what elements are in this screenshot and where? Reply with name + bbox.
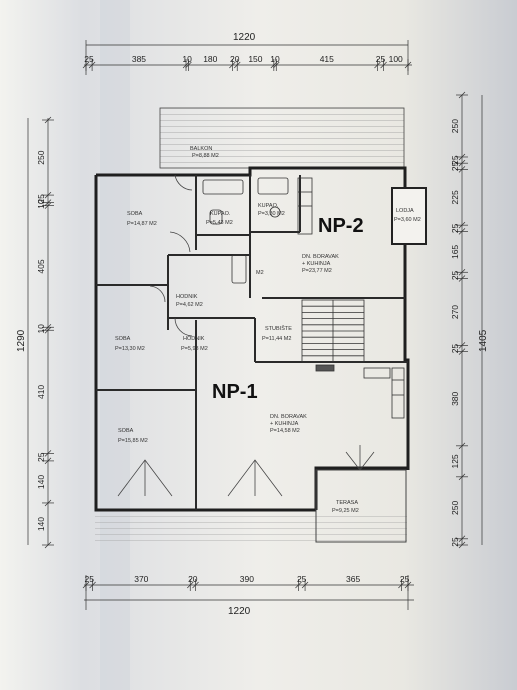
top-dimension-segment-label: 25 [376,54,386,64]
room-name-stubiste: STUBIŠTE [265,325,292,332]
bottom-segment-labels: 25 370 20 390 25 365 25 [84,574,409,584]
room-area-balkon: P=8,88 M2 [192,153,219,159]
room-area-kupaona-1: P=5,43 M2 [206,220,233,226]
room-area-kupaona-2: P=3,30 M2 [258,211,285,217]
left-dimension-segment-label: 10 [36,324,46,334]
level-label-np2: NP-2 [318,215,364,237]
top-dimension-segment-label: 100 [389,54,403,64]
top-dimension-segment-label: 180 [203,54,217,64]
right-dimension-segment-label: 25 [450,223,460,233]
room-area-soba-1: P=14,87 M2 [127,221,157,227]
room-area-small: M2 [256,270,264,276]
room-name-hodnik-1: HODNIK [176,294,198,300]
room-name-terasa: TERASA [336,500,358,506]
right-dimension-segment-label: 165 [450,245,460,259]
room-name-dnevni-2: DN. BORAVAK [302,254,339,260]
room-area-stubiste: P=11,44 M2 [262,336,291,342]
room-name-lodja: LODJA [396,208,414,214]
kitchen-counter-lower [315,364,405,419]
right-dimension-segment-label: 25 [450,155,460,165]
left-dimension-segment-label: 405 [36,259,46,273]
right-dimension-segment-label: 25 [450,161,460,171]
bottom-dimension-segment-label: 25 [400,574,410,584]
left-dimension-segment-label: 140 [36,517,46,531]
room-name-dnevni-1: DN. BORAVAK [270,414,307,420]
left-total-dimension: 1290 [16,329,27,352]
bottom-dimension-chain [82,575,414,610]
room-area-hodnik-2: P=5,93 M2 [181,346,208,352]
room-area-hodnik-1: P=4,62 M2 [176,302,203,308]
left-dimension-segment-label: 25 [36,452,46,462]
paper-shadow-left [100,0,130,690]
room-area-terasa: P=9,25 M2 [332,508,359,514]
bottom-dimension-segment-label: 370 [134,574,148,584]
door-swings [117,174,375,497]
right-dimension-segment-label: 125 [450,454,460,468]
interior-walls [96,175,408,510]
right-dimension-segment-label: 380 [450,391,460,405]
bottom-terrace-hatch [95,512,407,544]
room-sub-dnevni-2: + KUHINJA [302,261,331,267]
room-area-soba-3: P=15,85 M2 [118,438,148,444]
lodja-box [391,187,427,245]
balcony-hatch [160,108,404,168]
right-dimension-segment-label: 250 [450,501,460,515]
room-name-kupaona-1: KUPAO. [210,211,231,217]
right-dimension-segment-label: 25 [450,537,460,547]
left-dimension-segment-label: 25 [36,194,46,204]
bottom-dimension-segment-label: 365 [346,574,360,584]
right-dimension-chain [456,91,483,549]
room-area-dnevni-1: P=14,58 M2 [270,428,300,434]
terrace-area [315,469,407,543]
left-dimension-segment-label: 250 [36,150,46,164]
top-dimension-segment-label: 385 [132,54,146,64]
left-dimension-segment-label: 410 [36,385,46,399]
top-dimension-chain [82,40,412,75]
right-dimension-segment-label: 270 [450,305,460,319]
left-dimension-chain [27,116,54,549]
room-name-soba-1: SOBA [127,211,143,217]
room-name-kupaona-2: KUPAO. [258,203,279,209]
room-area-dnevni-2: P=23,77 M2 [302,268,332,274]
bath-fixtures [202,177,289,284]
top-total-dimension: 1220 [233,32,256,43]
room-name-balkon: BALKON [190,146,212,152]
left-dimension-segment-label: 10 [36,199,46,209]
bottom-dimension-segment-label: 390 [240,574,254,584]
level-label-np1: NP-1 [212,381,258,403]
room-name-soba-2: SOBA [115,336,131,342]
top-dimension-segment-label: 415 [320,54,334,64]
top-dimension-segment-label: 10 [182,54,192,64]
right-dimension-segment-label: 250 [450,119,460,133]
top-dimension-segment-label: 20 [230,54,240,64]
bottom-total-dimension: 1220 [228,606,251,617]
room-name-soba-3: SOBA [118,428,134,434]
right-dimension-segment-label: 25 [450,344,460,354]
top-dimension-segment-label: 10 [270,54,280,64]
room-sub-dnevni-1: + KUHINJA [270,421,299,427]
right-dimension-segment-label: 25 [450,270,460,280]
room-area-soba-2: P=13,30 M2 [115,346,145,352]
left-dimension-segment-label: 140 [36,475,46,489]
top-dimension-segment-label: 25 [84,54,94,64]
bottom-dimension-segment-label: 25 [297,574,307,584]
room-name-hodnik-2: HODNIK [183,336,205,342]
kitchen-counter-upper [297,177,313,235]
bottom-dimension-segment-label: 20 [188,574,198,584]
room-area-lodja: P=3,60 M2 [394,217,421,223]
right-total-dimension: 1405 [478,329,489,352]
top-dimension-segment-label: 150 [248,54,262,64]
stairs [301,299,365,363]
room-labels: BALKON P=8,88 M2 SOBA P=14,87 M2 KUPAO. … [115,146,421,514]
bottom-dimension-segment-label: 25 [84,574,94,584]
right-dimension-segment-label: 225 [450,190,460,204]
